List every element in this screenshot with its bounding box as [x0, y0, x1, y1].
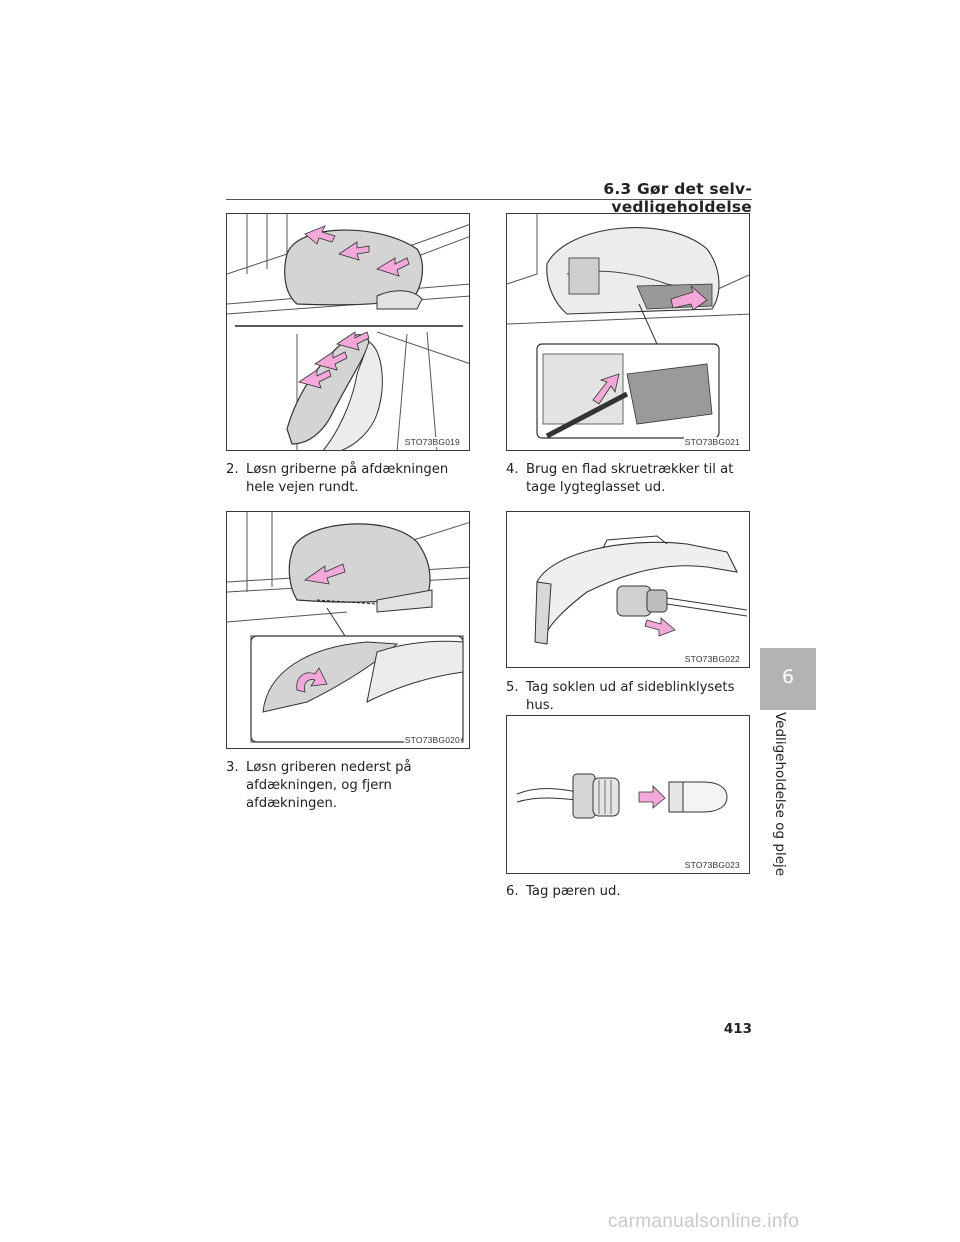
- mirror-cover-removal-illustration: [227, 512, 469, 743]
- step-6: 6. Tag pæren ud.: [506, 883, 756, 901]
- arrow-icon: [670, 284, 708, 311]
- step-text: Brug en flad skruetrækker til at tage ly…: [526, 462, 734, 495]
- page-number: 413: [723, 1021, 752, 1037]
- step-text: Tag soklen ud af sideblinklysets hus.: [526, 680, 735, 713]
- step-number: 3.: [226, 760, 239, 775]
- section-title: 6.3 Gør det selv-vedligeholdelse: [603, 180, 752, 216]
- step-number: 5.: [506, 680, 519, 695]
- arrow-icon: [638, 785, 666, 809]
- figure-socket-removal: STO73BG022: [506, 511, 750, 668]
- step-number: 6.: [506, 884, 519, 899]
- chapter-number: 6: [781, 666, 795, 688]
- step-2: 2. Løsn griberne på afdækningen hele vej…: [226, 461, 472, 497]
- figure-lens-removal: STO73BG021: [506, 213, 750, 451]
- step-3: 3. Løsn griberen nederst på afdækningen,…: [226, 759, 472, 813]
- header-divider: [226, 199, 752, 200]
- figure-code: STO73BG020: [403, 735, 461, 745]
- chapter-label: Vedligeholdelse og pleje: [772, 712, 788, 877]
- watermark: carmanualsonline.info: [608, 1211, 800, 1232]
- step-4: 4. Brug en flad skruetrækker til at tage…: [506, 461, 756, 497]
- socket-removal-illustration: [534, 535, 748, 645]
- figure-mirror-cover-clips: STO73BG019: [226, 213, 470, 451]
- arrow-icon: [644, 617, 676, 637]
- figure-code: STO73BG021: [683, 437, 741, 447]
- step-text: Løsn griberne på afdækningen hele vejen …: [246, 462, 449, 495]
- step-number: 4.: [506, 462, 519, 477]
- lens-removal-illustration: [507, 214, 749, 439]
- figure-mirror-cover-bottom-clip: STO73BG020: [226, 511, 470, 749]
- figure-code: STO73BG022: [683, 654, 741, 664]
- step-number: 2.: [226, 462, 239, 477]
- step-text: Tag pæren ud.: [526, 884, 621, 899]
- figure-bulb-removal: STO73BG023: [506, 715, 750, 874]
- arrow-icon: [296, 563, 346, 693]
- step-text: Løsn griberen nederst på afdækningen, og…: [246, 760, 412, 811]
- mirror-cover-illustration: [227, 214, 469, 450]
- arrow-icon: [298, 225, 410, 389]
- figure-code: STO73BG019: [403, 437, 461, 447]
- chapter-tab[interactable]: 6: [760, 648, 816, 710]
- figure-code: STO73BG023: [683, 860, 741, 870]
- bulb-removal-illustration: [516, 773, 728, 819]
- step-5: 5. Tag soklen ud af sideblinklysets hus.: [506, 679, 756, 715]
- arrow-icon: [592, 373, 620, 405]
